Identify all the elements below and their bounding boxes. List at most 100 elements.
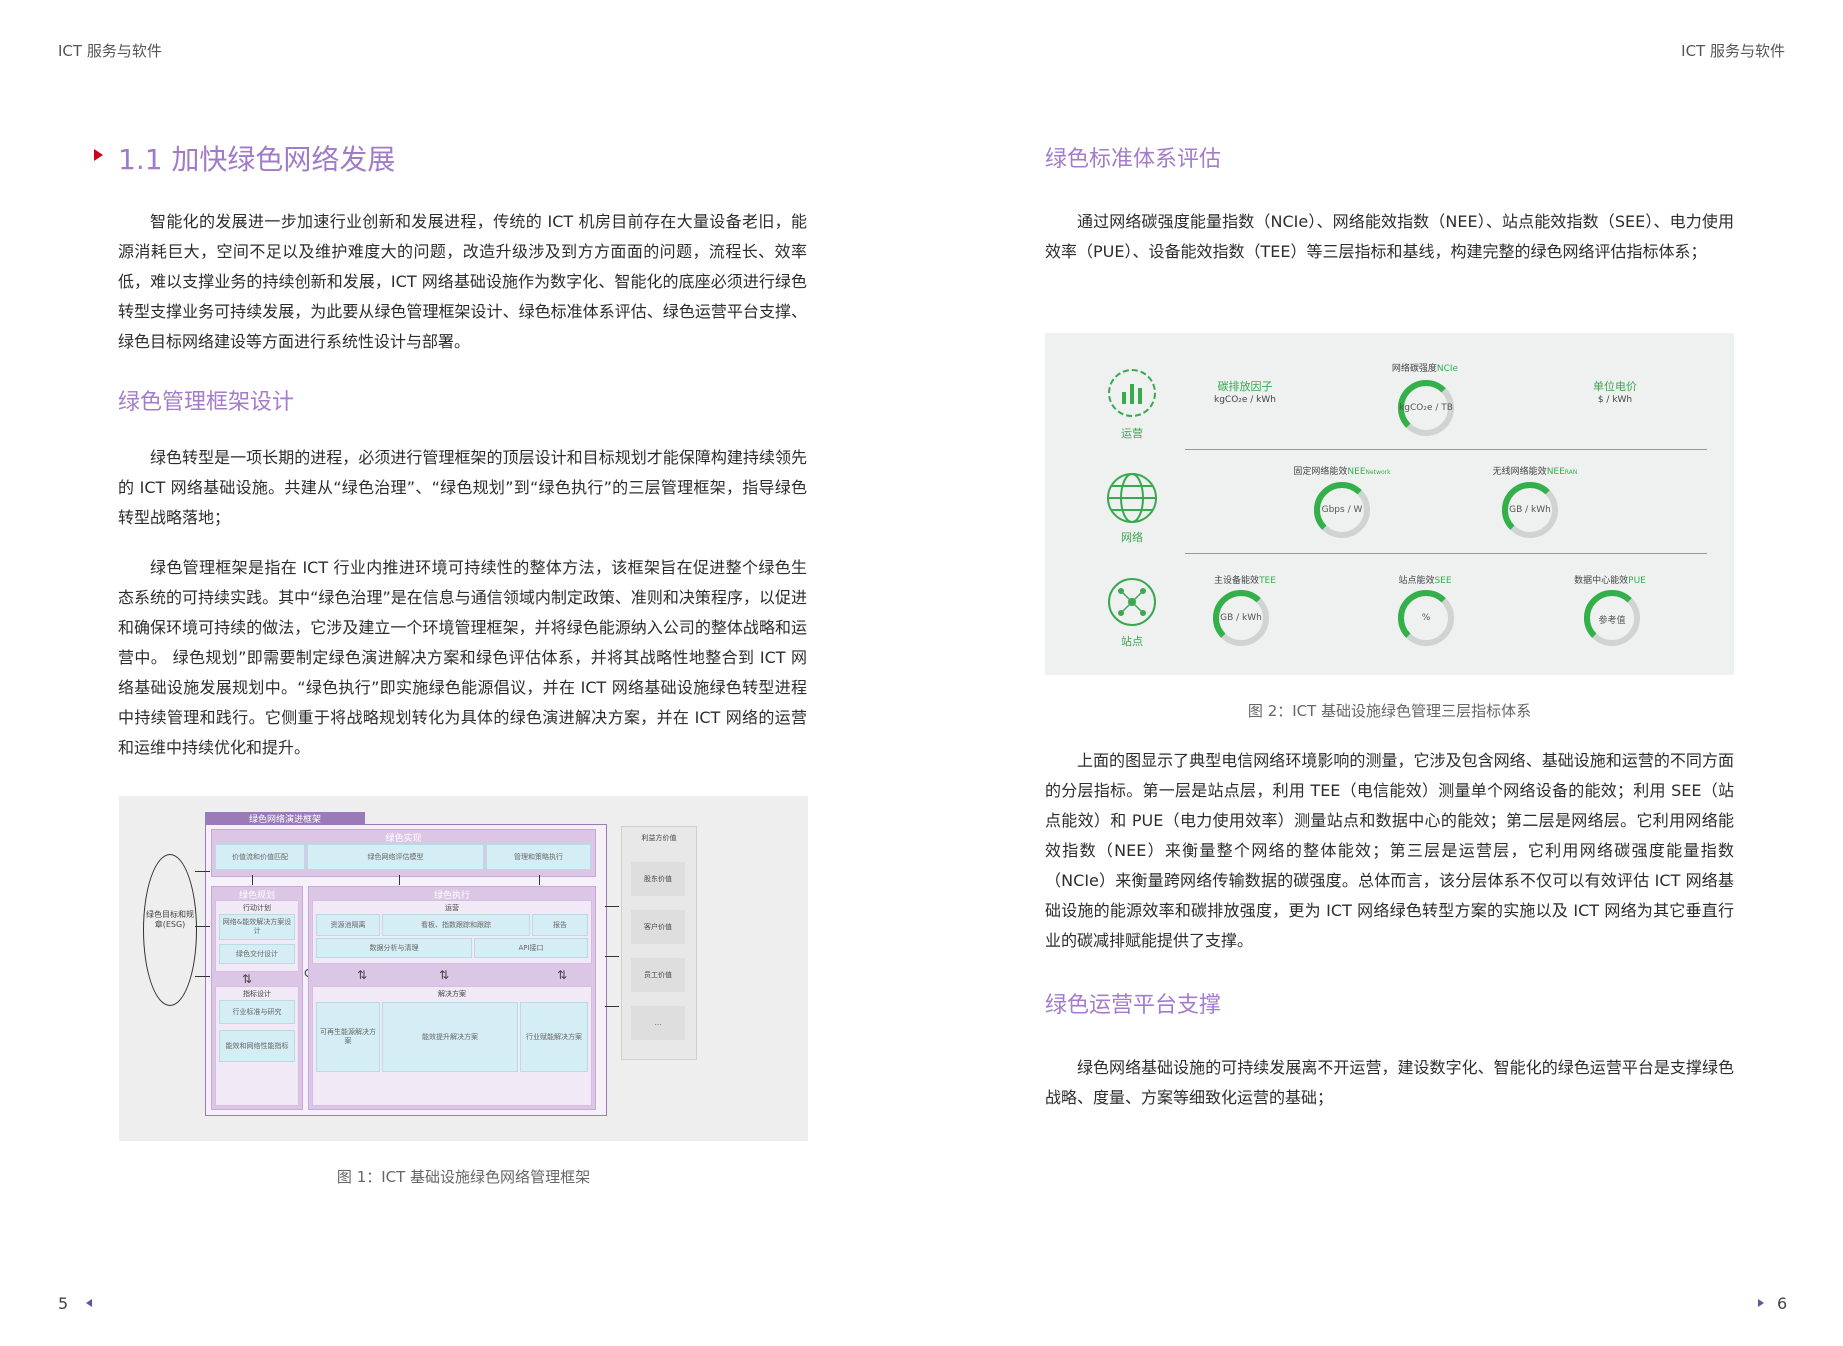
metric-suffix: NEE [1347,467,1366,477]
site-network-icon [1108,578,1156,626]
metric-name: 数据中心能效PUE [1550,573,1670,586]
action-plan-title: 行动计划 [243,904,271,912]
framework-paragraph-2: 绿色管理框架是指在 ICT 行业内推进环境可持续性的整体方法，该框架旨在促进整个… [118,558,807,757]
gauge-icon [1583,589,1640,646]
metric-name-text: 数据中心能效 [1574,576,1629,586]
metric-name: 固定网络能效NEENetwork [1267,464,1417,477]
execution-title: 绿色执行 [433,891,470,901]
metric-name-text: 主设备能效 [1214,576,1260,586]
gauge-icon [1397,589,1454,646]
metric-name: 无线网络能效NEERAN [1465,464,1605,477]
subhead-operations-platform: 绿色运营平台支撑 [1045,993,1222,1018]
gauge-unit: % [1421,613,1431,623]
ops-item: 资源池隔离 [316,914,380,936]
governance-item: 价值流和价值匹配 [215,844,305,870]
gauge-unit: Gbps / W [1321,505,1363,515]
operations-paragraph: 绿色网络基础设施的可持续发展离不开运营，建设数字化、智能化的绿色运营平台是支撑绿… [1045,1058,1734,1107]
subhead-framework: 绿色管理框架设计 [118,390,295,415]
figure-2-metrics-diagram: 运营 碳排放因子 kgCO₂e / kWh 网络碳强度NCIe kgCO₂e /… [1045,333,1734,675]
planning-title: 绿色规划 [238,891,275,901]
page-number-right: 6 [1777,1294,1788,1313]
subhead-standards: 绿色标准体系评估 [1045,147,1222,172]
gauge-unit: GB / kWh [1509,505,1551,515]
next-arrow-icon [1758,1299,1764,1307]
gauge-unit: 参考值 [1598,616,1626,626]
framework-title-bar: 绿色网络演进框架 [205,812,365,825]
layer-label-network: 网络 [1121,531,1143,544]
metric-name-text: 站点能效 [1398,576,1435,586]
page-number-left: 5 [58,1294,69,1313]
metric-design-title: 指标设计 [243,990,271,998]
action-item: 网络&能效解决方案设计 [219,914,295,940]
operations-icon [1108,369,1156,417]
metric-suffix: SEE [1434,576,1452,586]
governance-item: 绿色网络评估模型 [307,844,484,870]
arrow [605,1006,619,1007]
solutions-title: 解决方案 [438,990,466,998]
gauge-icon [1212,589,1269,646]
metric-name: 主设备能效TEE [1185,573,1305,586]
ops-item: 数据分析与清理 [316,938,472,958]
stakeholder-item: 股东价值 [631,862,685,896]
governance-item: 管理和策略执行 [486,844,591,870]
framework-title: 绿色网络演进框架 [248,815,321,825]
action-item: 绿色交付设计 [219,944,295,964]
stakeholder-item: 客户价值 [631,910,685,944]
metric-name: 网络碳强度NCIe [1365,361,1485,374]
governance-title: 绿色实现 [385,834,422,844]
gauge-unit: kgCO₂e / TB [1399,403,1453,413]
bidirectional-arrow-icon: ⇅ [556,968,568,982]
stakeholder-item: ... [631,1006,685,1040]
metric-suffix: PUE [1628,576,1646,586]
gauge-unit: GB / kWh [1220,613,1262,623]
metric-name: 单位电价 [1593,380,1637,393]
ops-item: 看板、指数跟踪和跟踪 [382,914,530,936]
arrow [539,875,540,885]
arrow [195,926,210,927]
figure-1-caption: 图 1：ICT 基础设施绿色网络管理框架 [336,1168,591,1186]
header-right: ICT 服务与软件 [1681,42,1785,60]
metric-item: 能效和网络性能指标 [219,1030,295,1062]
solution-item: 行业赋能解决方案 [520,1002,588,1072]
header-left: ICT 服务与软件 [58,42,162,60]
bidirectional-arrow-icon: ⇅ [241,972,253,986]
metric-name: 站点能效SEE [1375,573,1475,586]
figure-1-framework-diagram: 绿色网络演进框架 绿色目标和规章(ESG) 绿色实现 价值流和价值匹配 绿色网络… [119,796,808,1141]
metric-subscript: RAN [1564,469,1578,476]
arrow [252,875,253,885]
section-marker-icon [94,149,103,161]
arrow [605,956,619,957]
solution-item: 能效提升解决方案 [382,1002,518,1072]
metric-suffix: NCIe [1436,364,1459,374]
ops-item: 报告 [532,914,588,936]
layer-label-site: 站点 [1121,635,1143,648]
solution-item: 可再生能源解决方案 [316,1002,380,1072]
prev-arrow-icon [86,1299,92,1307]
gauge-icon [1313,481,1370,538]
goal-ellipse: 绿色目标和规章(ESG) [143,854,197,1006]
stakeholder-title: 利益方价值 [641,834,677,842]
layer-label-operations: 运营 [1121,427,1143,440]
arrow [605,906,619,907]
metric-unit: $ / kWh [1597,395,1633,405]
arrow [195,976,210,977]
metric-name-text: 固定网络能效 [1293,467,1348,477]
framework-paragraph-1: 绿色转型是一项长期的进程，必须进行管理框架的顶层设计和目标规划才能保障构建持续领… [118,448,807,527]
gauge-icon [1501,481,1558,538]
arrow [195,871,210,872]
metric-suffix: NEE [1546,467,1565,477]
globe-brain-icon [1107,473,1157,523]
metric-item: 行业标准与研究 [219,1000,295,1024]
ops-item: API接口 [474,938,588,958]
metrics-explanation-paragraph: 上面的图显示了典型电信网络环境影响的测量，它涉及包含网络、基础设施和运营的不同方… [1045,751,1734,950]
gauge-icon [1397,379,1454,436]
metric-unit: kgCO₂e / kWh [1213,395,1276,405]
goal-label: 绿色目标和规章(ESG) [146,910,194,929]
metric-suffix: TEE [1259,576,1276,586]
bidirectional-arrow-icon: ⇅ [356,968,368,982]
section-title: 1.1 加快绿色网络发展 [118,143,396,176]
metric-name-text: 无线网络能效 [1492,467,1547,477]
stakeholder-item: 员工价值 [631,958,685,992]
standards-paragraph: 通过网络碳强度能量指数（NCIe）、网络能效指数（NEE）、站点能效指数（SEE… [1045,212,1734,261]
metric-name: 碳排放因子 [1217,380,1273,393]
